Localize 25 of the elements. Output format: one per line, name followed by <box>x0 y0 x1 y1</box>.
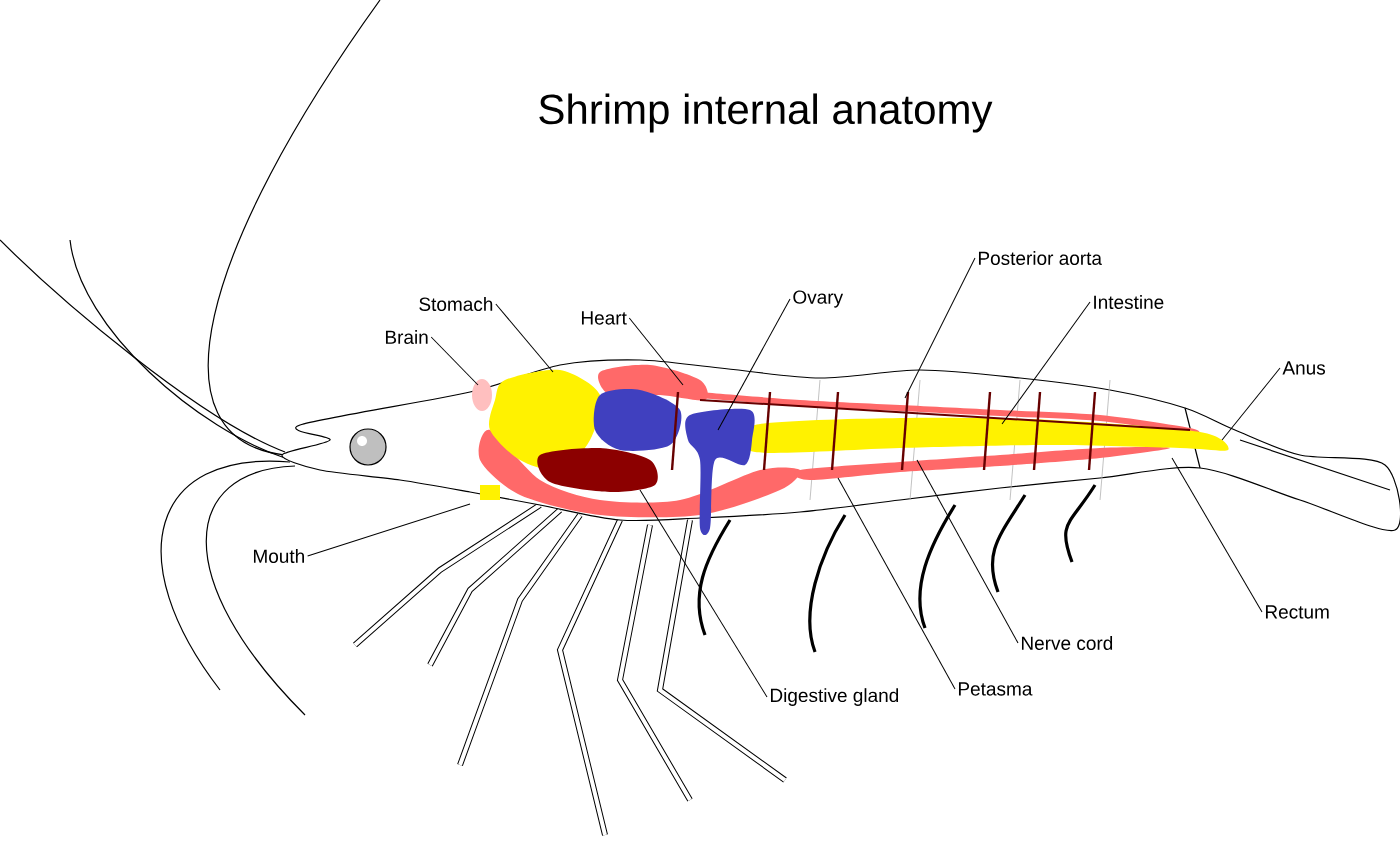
leader-line <box>1221 367 1281 441</box>
leader-line <box>628 317 684 386</box>
part-label: Anus <box>1282 361 1326 375</box>
part-label: Heart <box>582 311 627 325</box>
leader-line <box>430 336 479 386</box>
part-label: Rectum <box>1266 605 1329 619</box>
part-label: Posterior aorta <box>979 251 1102 265</box>
part-label: Brain <box>386 330 428 344</box>
part-label: Mouth <box>254 549 304 563</box>
leader-line <box>307 503 471 557</box>
leader-line <box>717 298 791 431</box>
leader-line <box>1171 457 1263 613</box>
part-label: Digestive gland <box>771 688 899 706</box>
part-label: Ovary <box>793 290 844 308</box>
title: Shrimp internal anatomy <box>539 93 993 133</box>
leader-line <box>916 459 1019 644</box>
leader-line <box>904 257 976 399</box>
part-label: Nerve cord <box>1022 636 1113 650</box>
leader-line <box>639 489 768 698</box>
leader-line <box>495 303 554 373</box>
leader-line <box>837 477 956 690</box>
part-label: Stomach <box>419 297 493 311</box>
leader-line <box>1001 301 1091 425</box>
part-label: Intestine <box>1094 295 1164 309</box>
part-label: Petasma <box>959 682 1033 696</box>
